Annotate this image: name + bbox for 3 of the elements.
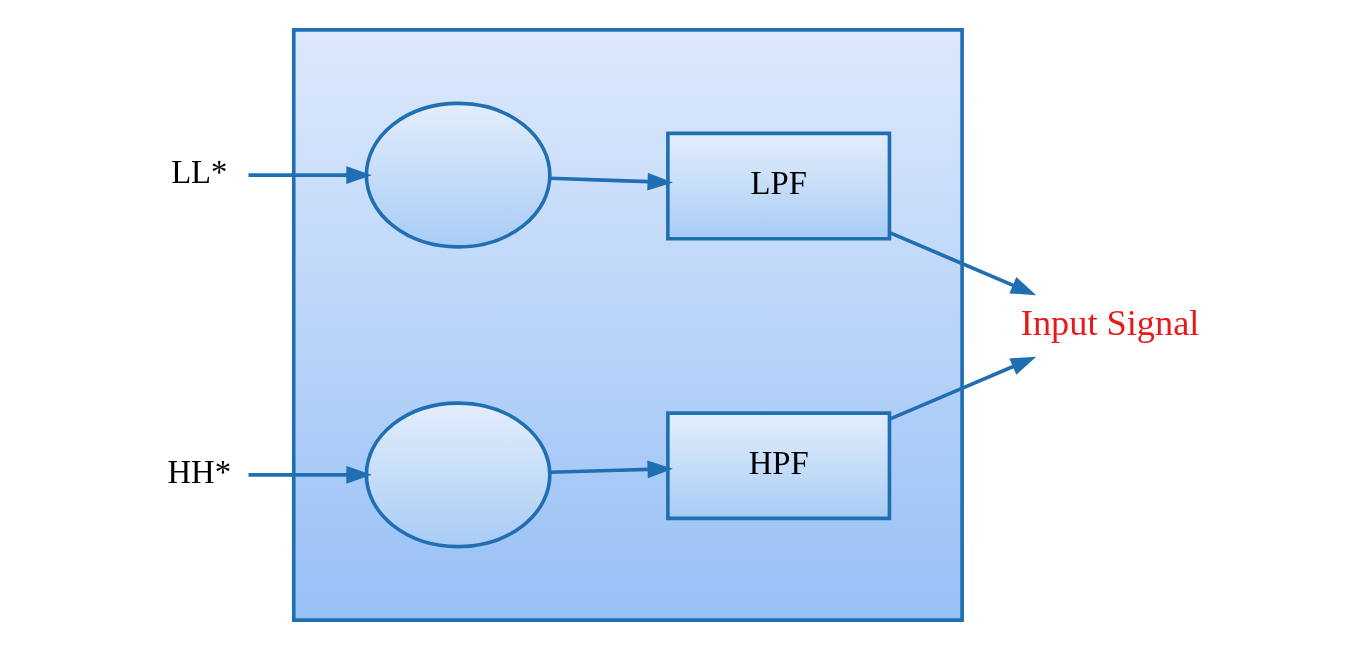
node-text: LL* (170, 154, 227, 191)
node-text: Input Signal (1020, 302, 1199, 343)
node-text: HH* (167, 453, 231, 490)
